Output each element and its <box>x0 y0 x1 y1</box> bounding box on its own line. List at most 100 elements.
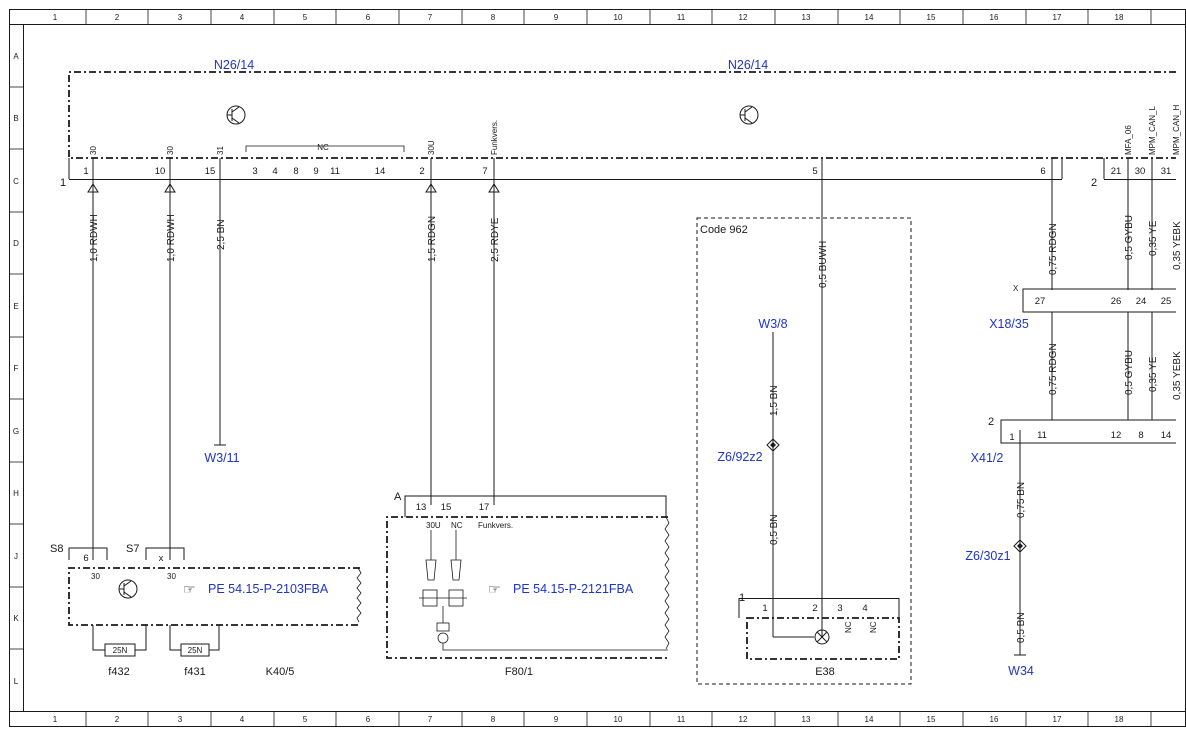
ref-w3-11[interactable]: W3/11 <box>204 451 239 465</box>
pin-signal: NC <box>869 621 878 633</box>
wire-label: 0,75 RDGN <box>1048 343 1059 395</box>
pin-signal: 30 <box>166 146 175 155</box>
grid-col: 3 <box>178 13 183 22</box>
pin-number: 7 <box>482 166 487 177</box>
component-e38: E38 <box>815 666 835 678</box>
fuse-rating: 25N <box>188 646 203 655</box>
wire-label: 0,5 BUWH <box>818 241 829 288</box>
grid-col: 13 <box>802 715 811 724</box>
grid-col: 2 <box>115 13 120 22</box>
pin-number: 24 <box>1136 296 1147 307</box>
grid-row: D <box>13 239 19 248</box>
connector-label-2: 2 <box>1091 177 1097 189</box>
pin-number: 12 <box>1111 430 1122 441</box>
grid-col: 5 <box>303 13 308 22</box>
grid-col: 16 <box>990 715 999 724</box>
pin-signal: MPM_CAN_L <box>1148 106 1157 155</box>
grid-rows: A B C D E F G H J K L <box>13 52 19 686</box>
pin-number: 6 <box>1040 166 1045 177</box>
grid-col: 7 <box>428 13 433 22</box>
ref-z6-30z1[interactable]: Z6/30z1 <box>965 549 1010 563</box>
pin-number: 27 <box>1035 296 1046 307</box>
drawing-frame <box>9 9 1186 727</box>
pin-number: 8 <box>293 166 298 177</box>
connector-x18-35: X 27 26 24 25 X18/35 <box>989 284 1176 331</box>
pin-number: x <box>159 553 164 564</box>
wire-label: 0,5 BN <box>769 514 780 545</box>
code-962-box: Code 962 W3/8 Z6/92z2 1 1 2 3 4 NC NC E3… <box>696 217 912 685</box>
wire-label: 0,35 YEBK <box>1172 221 1183 270</box>
connector-x-label: X <box>1013 284 1019 293</box>
ref-x18-35[interactable]: X18/35 <box>989 317 1029 331</box>
wire-label: 0,5 GYBU <box>1124 350 1135 395</box>
wire-label: 1,0 RDWH <box>166 214 177 262</box>
grid-row: A <box>13 52 19 61</box>
grid-col: 7 <box>428 715 433 724</box>
pin-number: 2 <box>419 166 424 177</box>
pin-signal: 30U <box>426 521 441 530</box>
grid-col: 11 <box>677 715 686 724</box>
pin-number: 15 <box>205 166 216 177</box>
pin-signal: 31 <box>216 146 225 155</box>
grid-col: 18 <box>1115 13 1124 22</box>
pin-signal: Funkvers. <box>490 120 499 155</box>
lamp-icon <box>814 629 830 645</box>
pin-number: 2 <box>812 603 817 614</box>
pin-number: 1 <box>762 603 767 614</box>
wire-label: 0,35 YE <box>1148 220 1159 256</box>
grid-col: 14 <box>865 13 874 22</box>
grid-row: F <box>14 364 19 373</box>
fuse-icon <box>104 643 136 657</box>
hand-pointer-icon: ☞ <box>183 581 196 597</box>
wires <box>92 166 1153 655</box>
wire-label: 0,75 BN <box>1016 482 1027 518</box>
grid-col: 16 <box>990 13 999 22</box>
pin-number: 13 <box>416 502 427 513</box>
pin-number: 4 <box>272 166 277 177</box>
pin-signal: NC <box>844 621 853 633</box>
pin-number: 9 <box>313 166 318 177</box>
grid-col: 4 <box>240 715 245 724</box>
ref-w34[interactable]: W34 <box>1008 664 1034 678</box>
pin-number: 14 <box>1161 430 1172 441</box>
component-f80-1: F80/1 <box>505 666 533 678</box>
pin-signal: Funkvers. <box>478 521 513 530</box>
module-label-n26-right: N26/14 <box>728 58 768 72</box>
ref-pe-k40[interactable]: PE 54.15-P-2103FBA <box>208 582 329 596</box>
connector-label: 2 <box>988 416 994 428</box>
module-k40-5: S8 S7 6 x 30 30 ☞ PE 54.15-P-2103FBA 25N… <box>50 543 362 678</box>
grid-col: 18 <box>1115 715 1124 724</box>
electronic-module-icon <box>118 579 138 599</box>
wire-label: 0,75 RDGN <box>1048 223 1059 275</box>
wire-label: 2,5 RDYE <box>490 217 501 262</box>
pin-number: 4 <box>862 603 867 614</box>
switch-label-s8: S8 <box>50 543 63 555</box>
wire-label: 1,0 RDWH <box>89 214 100 262</box>
switch-label-s7: S7 <box>126 543 139 555</box>
fuse-icon <box>180 643 210 657</box>
grid-col: 15 <box>927 13 936 22</box>
connector-label-1: 1 <box>60 177 66 189</box>
grid-col: 2 <box>115 715 120 724</box>
pin-number: 21 <box>1111 166 1122 177</box>
relay-icon <box>419 530 668 651</box>
grid-col: 12 <box>739 715 748 724</box>
grid-col: 17 <box>1053 715 1062 724</box>
pin-number: 10 <box>155 166 166 177</box>
fuse-label-f432: f432 <box>108 666 129 678</box>
fuse-rating: 25N <box>113 646 128 655</box>
grid-col: 12 <box>739 13 748 22</box>
wire-label: 1,5 RDGN <box>427 216 438 262</box>
ref-x41-2[interactable]: X41/2 <box>971 451 1004 465</box>
grid-col: 10 <box>614 13 623 22</box>
pin-signal: NC <box>451 521 463 530</box>
ref-z6-92z2[interactable]: Z6/92z2 <box>717 450 762 464</box>
pin-signal: MPM_CAN_H <box>1172 105 1181 155</box>
ref-w3-8[interactable]: W3/8 <box>758 317 787 331</box>
grid-col: 10 <box>614 715 623 724</box>
pin-number: 30 <box>1135 166 1146 177</box>
wire-labels: 1,0 RDWH 1,0 RDWH 2,5 BN 1,5 RDGN 2,5 RD… <box>89 214 1183 643</box>
ref-pe-f80[interactable]: PE 54.15-P-2121FBA <box>513 582 634 596</box>
grid-col: 8 <box>491 715 496 724</box>
